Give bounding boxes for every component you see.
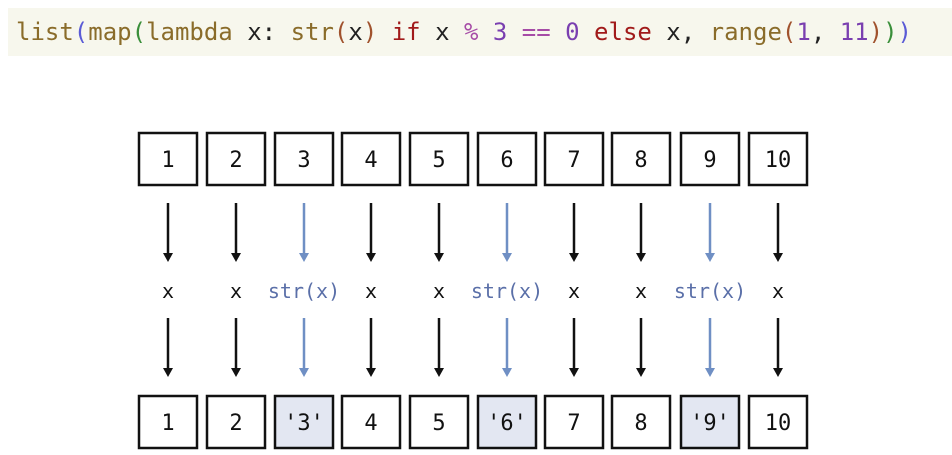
arrow-in-7-head — [569, 253, 579, 262]
output-6-box — [476, 394, 538, 450]
input-3-label: 3 — [297, 148, 310, 173]
output-4-box — [340, 394, 402, 450]
output-5-box — [408, 394, 470, 450]
output-8-label: 8 — [634, 411, 647, 436]
input-2-box — [205, 131, 267, 187]
code-token: ( — [333, 18, 349, 46]
function-label-9: str(x) — [674, 279, 746, 303]
code-token: list — [16, 18, 74, 46]
input-6-box — [476, 131, 538, 187]
input-6-label: 6 — [500, 148, 513, 173]
arrow-in-2-head — [231, 253, 241, 262]
input-8-label: 8 — [634, 148, 647, 173]
arrow-out-6-head — [502, 368, 512, 377]
arrow-out-9-head — [705, 368, 715, 377]
code-token: x: — [232, 18, 291, 46]
function-label-10: x — [772, 279, 784, 303]
arrow-out-4-head — [366, 368, 376, 377]
input-4-box — [340, 131, 402, 187]
arrow-in-5-head — [434, 253, 444, 262]
input-10-label: 10 — [765, 148, 792, 173]
arrow-out-8-head — [636, 368, 646, 377]
code-token: if — [377, 18, 421, 46]
arrow-in-8-head — [636, 253, 646, 262]
function-label-3: str(x) — [268, 279, 340, 303]
code-token: 3 — [478, 18, 508, 46]
output-10-label: 10 — [765, 411, 792, 436]
output-8-box — [610, 394, 672, 450]
code-token: x — [420, 18, 464, 46]
output-9-box — [679, 394, 741, 450]
output-4-label: 4 — [364, 411, 377, 436]
arrow-in-1-head — [163, 253, 173, 262]
output-2-box — [205, 394, 267, 450]
code-token: 11 — [839, 18, 869, 46]
code-token: str — [290, 18, 334, 46]
arrow-in-4-head — [366, 253, 376, 262]
code-token: else — [579, 18, 652, 46]
function-label-5: x — [433, 279, 445, 303]
output-1-box — [137, 394, 199, 450]
input-1-box — [137, 131, 199, 187]
code-token: , — [810, 18, 840, 46]
input-5-label: 5 — [432, 148, 445, 173]
output-6-label: '6' — [487, 411, 527, 436]
input-4-label: 4 — [364, 148, 377, 173]
code-token: ) — [868, 18, 884, 46]
code-token: ( — [73, 18, 89, 46]
output-3-box — [273, 394, 335, 450]
input-9-box — [679, 131, 741, 187]
input-3-box — [273, 131, 335, 187]
code-token: ) — [897, 18, 912, 46]
output-7-label: 7 — [567, 411, 580, 436]
arrow-in-9-head — [705, 253, 715, 262]
arrow-out-10-head — [773, 368, 783, 377]
code-token: x, — [651, 18, 710, 46]
arrow-in-6-head — [502, 253, 512, 262]
input-2-label: 2 — [229, 148, 242, 173]
input-8-box — [610, 131, 672, 187]
function-label-6: str(x) — [471, 279, 543, 303]
code-token: ( — [781, 18, 797, 46]
output-7-box — [543, 394, 605, 450]
code-token: 0 — [565, 18, 580, 46]
code-token: ) — [883, 18, 898, 46]
function-label-1: x — [162, 279, 174, 303]
input-9-label: 9 — [703, 148, 716, 173]
code-token: lambda — [146, 18, 233, 46]
input-5-box — [408, 131, 470, 187]
function-label-4: x — [365, 279, 377, 303]
output-3-label: '3' — [284, 411, 324, 436]
code-token: range — [709, 18, 782, 46]
arrow-out-5-head — [434, 368, 444, 377]
output-1-label: 1 — [161, 411, 174, 436]
arrow-out-3-head — [299, 368, 309, 377]
arrow-in-3-head — [299, 253, 309, 262]
output-2-label: 2 — [229, 411, 242, 436]
arrow-out-1-head — [163, 368, 173, 377]
function-label-8: x — [635, 279, 647, 303]
function-label-2: x — [230, 279, 242, 303]
code-token: x — [348, 18, 363, 46]
code-token: ) — [362, 18, 378, 46]
output-9-label: '9' — [690, 411, 730, 436]
input-10-box — [747, 131, 809, 187]
code-token: map — [88, 18, 132, 46]
input-7-label: 7 — [567, 148, 580, 173]
input-7-box — [543, 131, 605, 187]
code-token: 1 — [796, 18, 811, 46]
code-token: == — [507, 18, 566, 46]
code-token: ( — [131, 18, 147, 46]
arrow-out-2-head — [231, 368, 241, 377]
output-10-box — [747, 394, 809, 450]
code-line: list(map(lambda x: str(x) if x % 3 == 0 … — [8, 8, 952, 56]
input-1-label: 1 — [161, 148, 174, 173]
output-5-label: 5 — [432, 411, 445, 436]
function-label-7: x — [568, 279, 580, 303]
arrow-out-7-head — [569, 368, 579, 377]
code-token: % — [464, 18, 479, 46]
arrow-in-10-head — [773, 253, 783, 262]
